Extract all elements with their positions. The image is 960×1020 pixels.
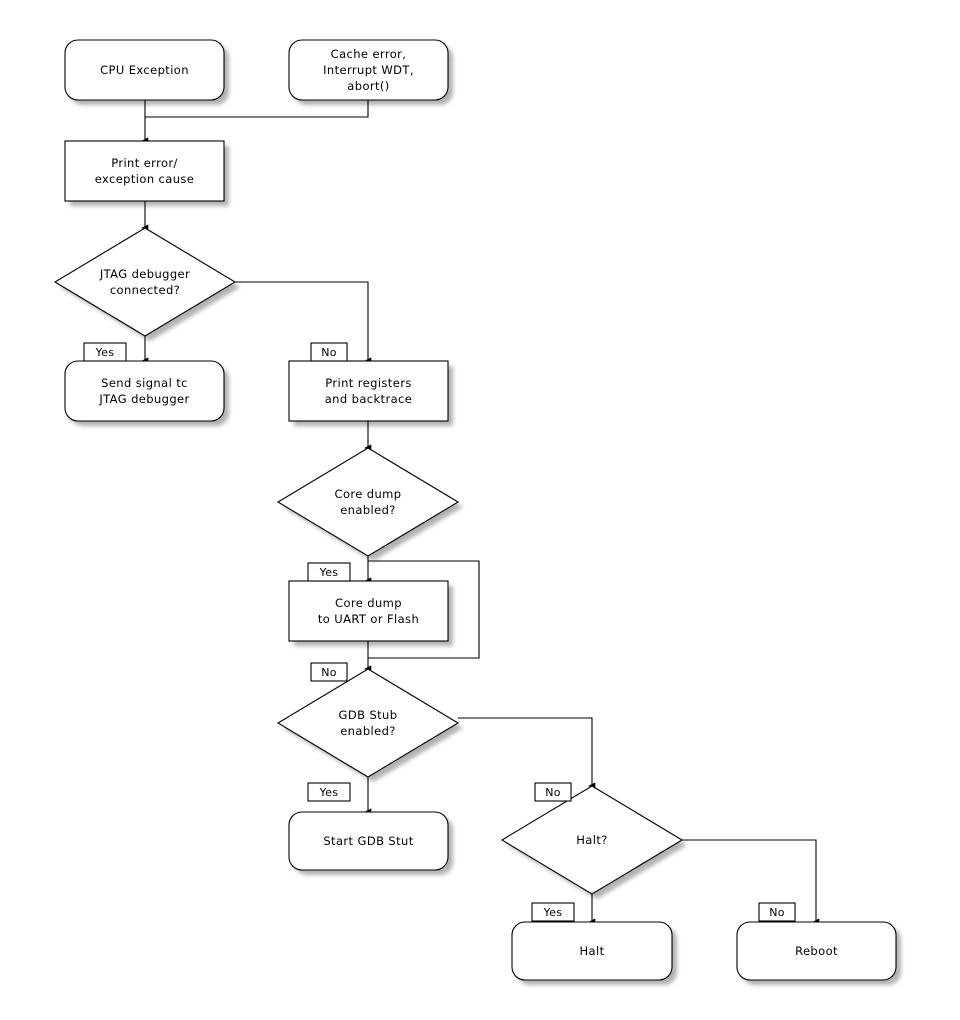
edge-e_gdb_no	[458, 717, 596, 790]
edge-label-text: Yes	[543, 906, 563, 919]
node-label-line: Print error/	[111, 156, 178, 170]
node-label-line: connected?	[110, 283, 180, 297]
edge-e_cache_to_print	[145, 100, 369, 118]
node-shape-terminator	[511, 921, 673, 981]
node-label-line: Print registers	[325, 376, 411, 390]
node-label-line: to UART or Flash	[318, 612, 419, 626]
edge-label-text: No	[769, 906, 785, 919]
node-label-line: Interrupt WDT,	[323, 63, 414, 77]
node-send_signal[interactable]: Send signal tc JTAG debugger	[64, 360, 225, 422]
edge-label-box	[307, 562, 351, 582]
decision-shape-diamond	[276, 668, 460, 778]
node-label-line: exception cause	[95, 172, 195, 186]
edge-e_core_no_bypass	[368, 560, 480, 659]
edge-label-box	[310, 342, 348, 362]
node-print_registers[interactable]: Print registers and backtrace	[288, 360, 449, 422]
edge-e_halt_no	[682, 839, 820, 926]
node-start_gdb_stub[interactable]: Start GDB Stut	[288, 811, 449, 871]
node-label-line: Core dump	[335, 487, 402, 501]
node-label-line: CPU Exception	[100, 63, 189, 77]
node-shape-process	[288, 360, 449, 422]
node-label-line: enabled?	[340, 724, 396, 738]
node-label-line: Halt	[580, 944, 605, 958]
node-core_dump_out[interactable]: Core dump to UART or Flash	[288, 580, 449, 642]
edge-label-lbl_gdb_no: No	[534, 782, 572, 802]
edge-label-lbl_gdb_yes: Yes	[307, 782, 351, 802]
edge-label-lbl_coredump_yes: Yes	[307, 562, 351, 582]
edge-label-box	[531, 902, 575, 922]
node-label-line: Start GDB Stut	[323, 834, 413, 848]
node-label-line: Reboot	[795, 944, 838, 958]
edge-label-lbl_jtag_no: No	[310, 342, 348, 362]
node-label-line: GDB Stub	[339, 708, 398, 722]
node-label-line: Send signal tc	[101, 376, 188, 390]
node-label-line: JTAG debugger	[98, 392, 189, 406]
edge-layer	[141, 100, 820, 926]
decision-shape-diamond	[276, 447, 460, 557]
node-label-line: and backtrace	[325, 392, 413, 406]
edge-label-lbl_halt_no: No	[758, 902, 796, 922]
node-shape-process	[64, 140, 225, 202]
edge-label-lbl_jtag_yes: Yes	[83, 342, 127, 362]
edge-label-text: No	[321, 666, 337, 679]
node-shape-terminator	[64, 360, 225, 422]
node-label-line: abort()	[347, 79, 389, 93]
edge-label-box	[310, 662, 348, 682]
edge-label-box	[307, 782, 351, 802]
edge-label-text: No	[545, 786, 561, 799]
edge-label-lbl_halt_yes: Yes	[531, 902, 575, 922]
decision-core_dump_on[interactable]: Core dump enabled?	[276, 447, 460, 557]
node-shape-terminator	[64, 39, 225, 101]
edge-e_jtag_no	[235, 281, 372, 365]
edge-label-text: Yes	[319, 566, 339, 579]
edge-label-box	[83, 342, 127, 362]
node-reboot_box[interactable]: Reboot	[736, 921, 897, 981]
node-halt_box[interactable]: Halt	[511, 921, 673, 981]
node-label-line: JTAG debugger	[99, 267, 190, 281]
edge-label-lbl_coredump_no: No	[310, 662, 348, 682]
node-shape-terminator	[288, 39, 449, 101]
edge-label-box	[758, 902, 796, 922]
decision-halt_q[interactable]: Halt?	[500, 785, 684, 895]
edge-label-text: Yes	[95, 346, 115, 359]
decision-jtag_connected[interactable]: JTAG debugger connected?	[53, 227, 237, 337]
node-shape-terminator	[288, 811, 449, 871]
node-shape-process	[288, 580, 449, 642]
decision-shape-diamond	[500, 785, 684, 895]
node-label-line: Cache error,	[331, 47, 407, 61]
decision-shape-diamond	[53, 227, 237, 337]
edge-label-text: No	[321, 346, 337, 359]
node-label-line: enabled?	[340, 503, 396, 517]
node-cpu_exception[interactable]: CPU Exception	[64, 39, 225, 101]
node-print_error[interactable]: Print error/exception cause	[64, 140, 225, 202]
edge-label-box	[534, 782, 572, 802]
node-label-line: Halt?	[576, 833, 608, 847]
edge-label-text: Yes	[319, 786, 339, 799]
node-cache_error[interactable]: Cache error, Interrupt WDT, abort()	[288, 39, 449, 101]
node-label-line: Core dump	[335, 596, 402, 610]
node-layer: CPU Exception Cache error, Interrupt WDT, a…	[53, 39, 897, 981]
node-shape-terminator	[736, 921, 897, 981]
decision-gdb_stub_on[interactable]: GDB Stub enabled?	[276, 668, 460, 778]
